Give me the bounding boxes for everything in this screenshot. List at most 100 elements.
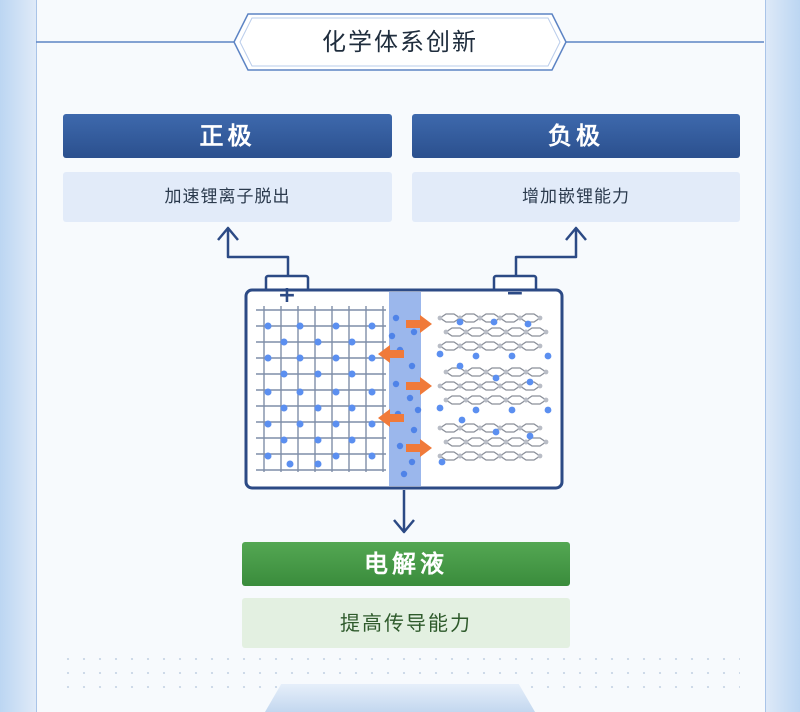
carbon-atom [497,383,503,389]
carbon-atom [537,425,543,431]
page-title: 化学体系创新 [322,28,478,56]
anode-ion-dots [436,318,552,466]
carbon-atom [483,397,489,403]
ion-flow-arrow [406,439,432,457]
ion-flow-arrow [378,409,404,427]
carbon-atom [503,397,509,403]
ion-dot [544,406,552,414]
ion-dot [392,314,400,322]
ion-flow-arrows [378,315,432,457]
ion-dot [400,470,408,478]
carbon-atom [537,343,543,349]
carbon-atom [523,369,529,375]
ion-dot [492,374,500,382]
carbon-atom [463,369,469,375]
ion-dot [436,350,444,358]
carbon-atom [497,343,503,349]
carbon-atom [497,425,503,431]
ion-dot [406,394,414,402]
ion-dot [348,338,356,346]
ion-dot [280,436,288,444]
ion-dot [296,322,304,330]
carbon-atom [537,315,543,321]
ion-dot [438,458,446,466]
carbon-atom [497,453,503,459]
carbon-atom [537,453,543,459]
ion-flow-arrow [406,377,432,395]
title-banner-frame [36,13,764,71]
anode-feature: 增加嵌锂能力 [412,172,740,222]
ion-dot [414,406,422,414]
carbon-atom [523,439,529,445]
carbon-atom [477,383,483,389]
ion-dot [296,354,304,362]
carbon-atom [543,329,549,335]
electrolyte-down-arrow [393,490,415,534]
ion-dot [410,426,418,434]
ion-dot [332,452,340,460]
cathode-feature: 加速锂离子脱出 [63,172,392,222]
ion-dot [368,420,376,428]
ion-dot [296,388,304,396]
carbon-atom [483,439,489,445]
ion-dot [472,352,480,360]
carbon-atom [437,383,443,389]
ion-dot [544,352,552,360]
carbon-atom [437,425,443,431]
ion-dot [524,320,532,328]
carbon-atom [443,397,449,403]
cathode-ion-dots [264,322,376,468]
ion-dot [408,362,416,370]
ion-dot [368,322,376,330]
ion-dot [490,318,498,326]
carbon-atom [477,343,483,349]
ion-dot [456,362,464,370]
ion-dot [332,354,340,362]
ion-dot [472,406,480,414]
ion-dot [408,458,416,466]
ion-dot [396,442,404,450]
ion-dot [348,370,356,378]
carbon-atom [457,425,463,431]
carbon-atom [497,315,503,321]
ion-dot [264,354,272,362]
ion-dot [314,404,322,412]
carbon-atom [517,315,523,321]
carbon-atom [517,343,523,349]
carbon-atom [457,343,463,349]
carbon-atom [443,369,449,375]
carbon-atom [517,425,523,431]
ion-dot [456,318,464,326]
electrolyte-feature: 提高传导能力 [242,598,570,648]
ion-dot [526,432,534,440]
cathode-up-arrow [217,226,290,276]
carbon-atom [457,383,463,389]
carbon-atom [543,397,549,403]
title-banner: 化学体系创新 [0,0,800,80]
anode-header: 负极 [412,114,740,158]
ion-dot [368,388,376,396]
ion-dot [332,388,340,396]
carbon-atom [437,315,443,321]
ion-dot [410,328,418,336]
ion-dot [526,378,534,386]
ion-dot [264,452,272,460]
electrolyte-header: 电解液 [242,542,570,586]
ion-dot [368,452,376,460]
carbon-atom [477,453,483,459]
carbon-atom [483,369,489,375]
carbon-atom [477,315,483,321]
carbon-atom [437,453,443,459]
negative-symbol: − [506,281,524,306]
carbon-atom [523,397,529,403]
carbon-atom [503,369,509,375]
carbon-atom [443,329,449,335]
ion-dot [458,416,466,424]
ion-dot [314,370,322,378]
positive-symbol: + [278,283,296,308]
ion-dot [348,436,356,444]
carbon-atom [503,439,509,445]
ion-dot [332,322,340,330]
carbon-atom [543,439,549,445]
carbon-atom [517,383,523,389]
